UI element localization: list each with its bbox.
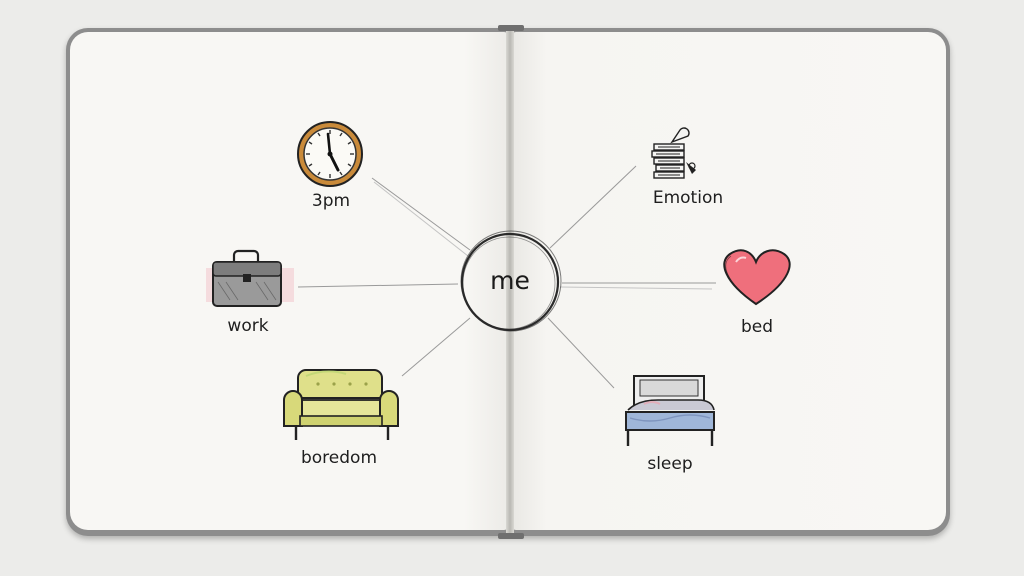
clock-icon <box>297 121 363 187</box>
bed-icon <box>625 375 715 446</box>
briefcase-icon <box>206 249 294 307</box>
connector-time <box>371 177 471 251</box>
node-label-sleep: sleep <box>647 454 693 474</box>
connector-boredom <box>401 317 471 377</box>
right-page <box>512 32 946 530</box>
node-label-bed: bed <box>740 317 774 337</box>
connector-lines <box>297 165 716 389</box>
connector-work <box>297 283 459 288</box>
sofa-icon <box>283 369 399 440</box>
books-icon <box>651 127 696 179</box>
node-label-work: work <box>227 316 269 336</box>
connector-emotion <box>549 165 637 249</box>
center-label: me <box>490 266 530 295</box>
node-label-emotion: Emotion <box>652 188 724 208</box>
notebook-spine <box>506 30 514 534</box>
heart-icon <box>723 249 791 306</box>
connector-sleep <box>547 317 615 389</box>
center-circle <box>460 230 562 332</box>
node-label-3pm: 3pm <box>311 191 351 211</box>
spine-tab-top <box>498 25 524 31</box>
node-label-boredom: boredom <box>300 448 378 468</box>
spine-tab-bottom <box>498 533 524 539</box>
